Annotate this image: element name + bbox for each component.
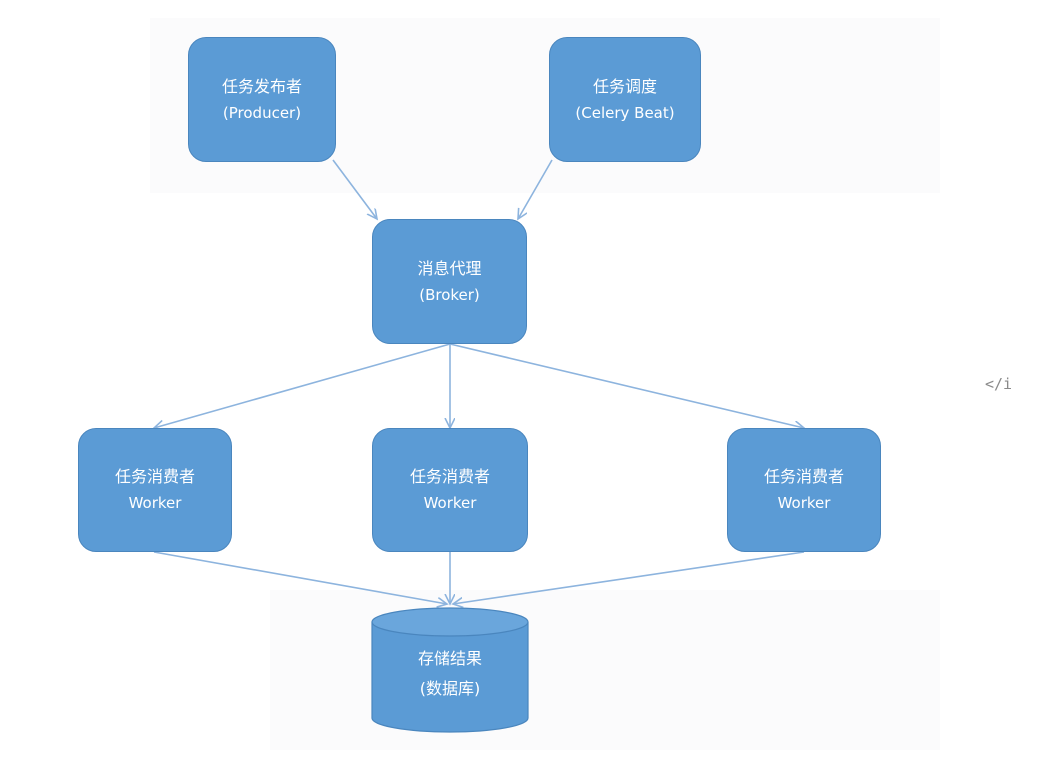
worker-right-subtitle: Worker [777,494,831,512]
celery-beat-subtitle: (Celery Beat) [575,103,675,122]
stray-tag-text: </i [985,375,1013,393]
worker-right-title: 任务消费者 [763,467,844,486]
worker-left-subtitle: Worker [128,494,182,512]
worker-left-title: 任务消费者 [114,467,195,486]
broker-subtitle: (Broker) [419,285,480,304]
celery-beat-title: 任务调度 [592,76,657,96]
storage-title: 存储结果 [417,649,482,668]
worker-center-title: 任务消费者 [409,467,490,486]
celery-beat-node: 任务调度 (Celery Beat) [549,37,701,162]
arrow-worker-left-to-storage [153,551,447,604]
storage-cylinder [371,607,529,733]
arrow-beat-to-broker [518,159,553,219]
arrow-broker-to-worker-left [154,343,451,428]
worker-node-center: 任务消费者 Worker [372,428,528,552]
worker-node-right: 任务消费者 Worker [727,428,881,552]
storage-subtitle: (数据库) [419,679,481,698]
arrow-worker-right-to-storage [453,551,805,604]
producer-node: 任务发布者 (Producer) [188,37,336,162]
broker-title: 消息代理 [417,258,482,278]
producer-subtitle: (Producer) [222,103,302,122]
worker-node-left: 任务消费者 Worker [78,428,232,552]
arrow-broker-to-worker-right [449,343,804,428]
producer-title: 任务发布者 [221,76,302,96]
storage-label: 存储结果 (数据库) [372,648,528,700]
worker-center-subtitle: Worker [423,494,477,512]
broker-node: 消息代理 (Broker) [372,219,527,344]
arrow-producer-to-broker [332,159,377,219]
